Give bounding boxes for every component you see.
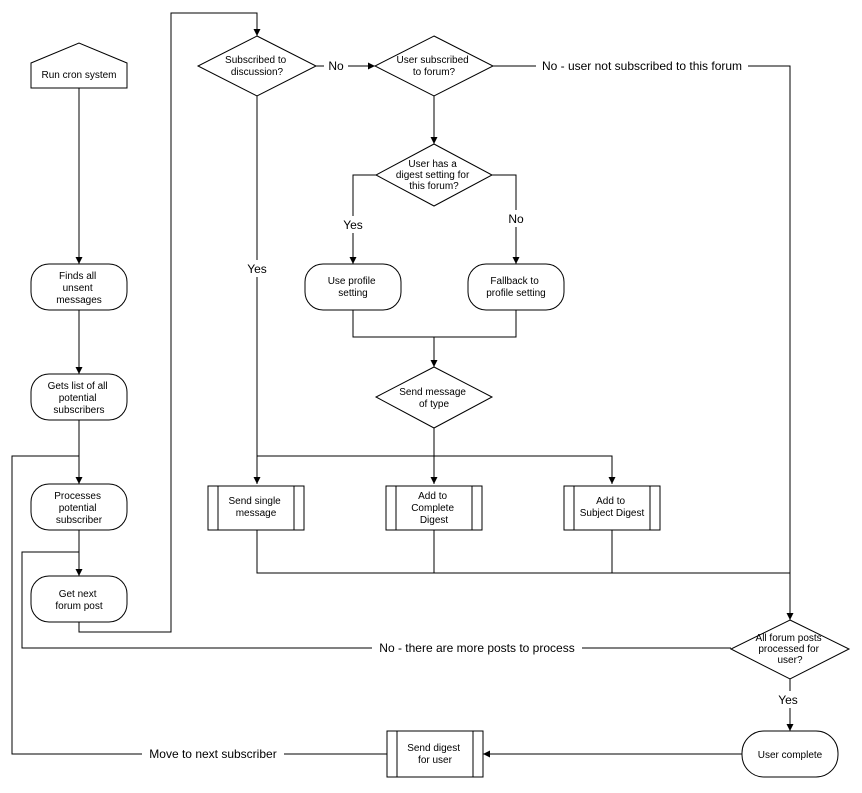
node-run-cron-text: Run cron system bbox=[41, 70, 116, 81]
edge-messages-to-allposts bbox=[256, 530, 790, 574]
node-send-message-type-text: Send message of type bbox=[399, 387, 469, 410]
edge-useprofile-merge bbox=[352, 310, 517, 338]
edge-subforum-no bbox=[493, 65, 794, 620]
node-process-subscriber-text: Processes potential subscriber bbox=[54, 491, 103, 526]
node-subject-digest-text: Add to Subject Digest bbox=[580, 496, 645, 519]
node-send-single: Send single message bbox=[207, 485, 305, 531]
node-use-profile: Use profile setting bbox=[304, 263, 402, 311]
node-subscribed-forum: User subscribed to forum? bbox=[373, 35, 495, 97]
node-user-complete: User complete bbox=[741, 730, 839, 778]
label-next-subscriber: Move to next subscriber bbox=[149, 747, 276, 761]
node-get-next-post: Get next forum post bbox=[30, 575, 128, 623]
node-user-complete-text: User complete bbox=[758, 750, 823, 761]
node-digest-setting-text: User has a digest setting for this forum… bbox=[396, 159, 472, 192]
node-find-unsent: Finds all unsent messages bbox=[30, 263, 128, 311]
edge-allposts-more bbox=[21, 551, 731, 649]
node-send-single-text: Send single message bbox=[228, 496, 283, 519]
node-fallback-profile: Fallback to profile setting bbox=[467, 263, 565, 311]
node-get-subscribers-text: Gets list of all potential subscribers bbox=[48, 381, 111, 416]
edge-sendtype-branch bbox=[257, 455, 616, 484]
node-get-subscribers: Gets list of all potential subscribers bbox=[30, 373, 128, 421]
node-fallback-profile-text: Fallback to profile setting bbox=[486, 276, 545, 299]
node-subject-digest: Add to Subject Digest bbox=[563, 485, 661, 531]
edge-digest-no bbox=[492, 174, 520, 264]
label-no-digest: No bbox=[508, 212, 524, 226]
label-no-discussion: No bbox=[328, 59, 344, 73]
label-yes-digest: Yes bbox=[343, 218, 363, 232]
node-find-unsent-text: Finds all unsent messages bbox=[56, 271, 102, 306]
node-send-digest-text: Send digest for user bbox=[407, 743, 463, 766]
node-subscribed-discussion-text: Subscribed to discussion? bbox=[225, 55, 289, 78]
node-get-next-post-text: Get next forum post bbox=[55, 589, 102, 612]
node-complete-digest-text: Add to Complete Digest bbox=[411, 491, 457, 526]
node-complete-digest: Add to Complete Digest bbox=[385, 485, 483, 531]
node-subscribed-forum-text: User subscribed to forum? bbox=[396, 55, 471, 78]
label-more-posts: No - there are more posts to process bbox=[379, 641, 574, 655]
node-use-profile-text: Use profile setting bbox=[328, 276, 379, 299]
node-send-message-type: Send message of type bbox=[374, 366, 494, 429]
edge-labels: No No - user not subscribed to this foru… bbox=[142, 57, 804, 762]
label-no-forum: No - user not subscribed to this forum bbox=[542, 59, 742, 73]
node-all-posts-processed-text: All forum posts processed for user? bbox=[756, 633, 825, 666]
node-send-digest: Send digest for user bbox=[386, 730, 484, 778]
label-yes-discussion: Yes bbox=[247, 262, 267, 276]
node-digest-setting: User has a digest setting for this forum… bbox=[374, 143, 494, 207]
node-run-cron: Run cron system bbox=[30, 42, 128, 89]
node-process-subscriber: Processes potential subscriber bbox=[30, 483, 128, 531]
node-subscribed-discussion: Subscribed to discussion? bbox=[196, 35, 318, 97]
edge-digest-yes bbox=[349, 174, 376, 264]
label-yes-allposts: Yes bbox=[778, 693, 798, 707]
node-all-posts-processed: All forum posts processed for user? bbox=[729, 619, 851, 680]
edge-getpost-to-subdisc bbox=[78, 12, 261, 633]
